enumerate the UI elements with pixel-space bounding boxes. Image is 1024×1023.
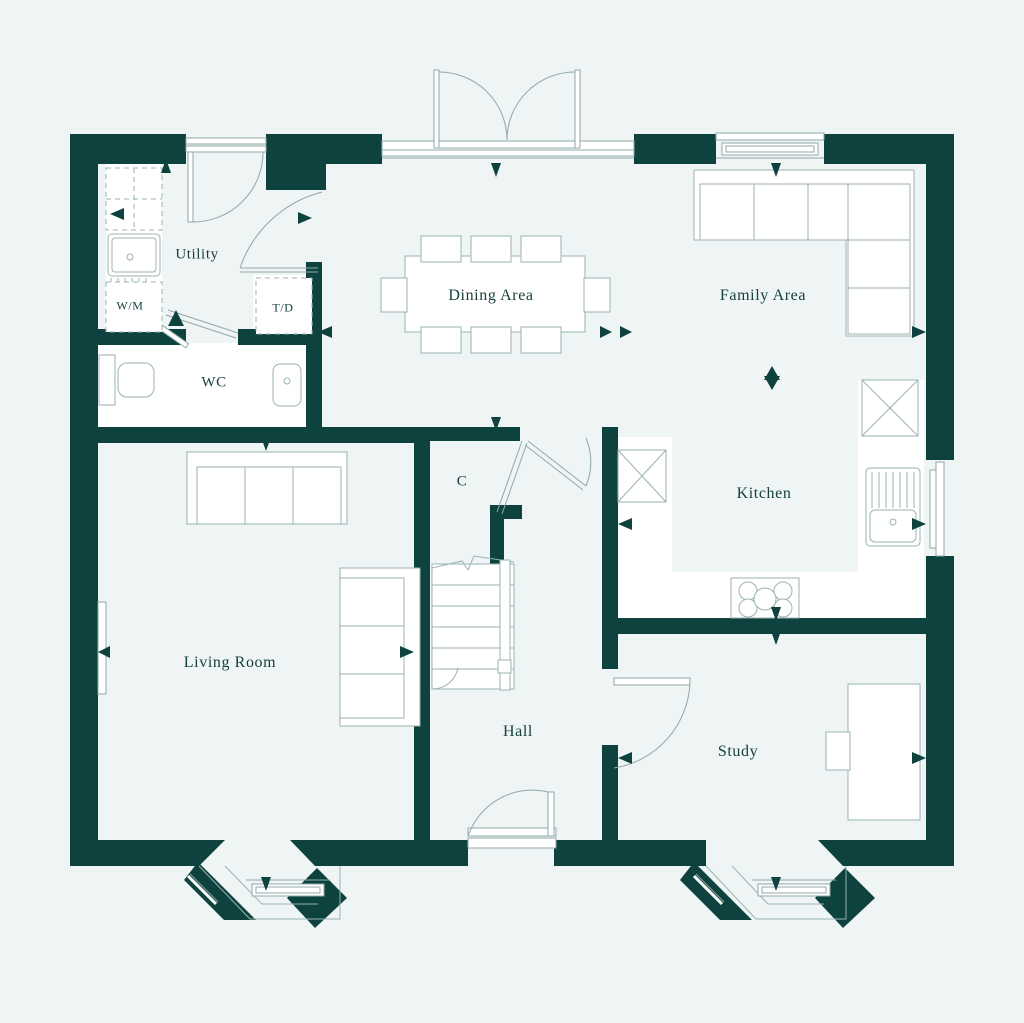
room-label-utility: Utility <box>175 246 219 263</box>
kitchen-tall-unit-right <box>861 379 919 437</box>
window-rear-right <box>715 132 825 159</box>
utility-sink <box>107 233 161 296</box>
study-desk <box>825 683 921 821</box>
living-sofa-top <box>186 451 348 525</box>
french-doors-rear <box>381 69 635 159</box>
door-study <box>613 677 691 769</box>
back-door-utility <box>185 137 267 223</box>
kitchen-hob <box>730 577 800 619</box>
door-utility-hall <box>239 191 323 273</box>
living-sofa-right <box>339 567 421 727</box>
dining-chairs <box>380 235 611 354</box>
bay-window-right <box>692 873 836 906</box>
room-label-dining-area: Dining Area <box>448 287 534 304</box>
thin-lines <box>198 865 847 920</box>
room-label-hall: Hall <box>503 723 533 740</box>
walls <box>70 134 954 928</box>
wc-toilet <box>98 354 155 406</box>
kitchen-sink <box>865 467 921 547</box>
bay-window-left <box>186 873 330 906</box>
room-label-living-room: Living Room <box>183 654 277 671</box>
windows <box>97 69 945 906</box>
room-label-study: Study <box>717 743 759 760</box>
room-label-cupboard: C <box>456 473 468 490</box>
room-label-tumble-dryer: T/D <box>272 300 294 315</box>
window-right-kitchen <box>929 461 945 557</box>
tumble-dryer <box>255 277 313 335</box>
utility-worktop <box>105 167 163 231</box>
room-label-wc: WC <box>201 374 227 391</box>
room-label-washing-machine: W/M <box>116 298 144 313</box>
staircase <box>431 555 515 691</box>
front-door <box>467 789 557 849</box>
washing-machine <box>105 281 163 333</box>
room-label-kitchen: Kitchen <box>736 485 792 502</box>
door-kitchen-hall <box>524 437 592 491</box>
furniture <box>98 167 921 821</box>
room-label-family-area: Family Area <box>719 287 807 304</box>
window-left-living <box>97 601 107 695</box>
door-cupboard <box>496 440 528 515</box>
kitchen-tall-unit-left <box>617 449 667 503</box>
family-sofa <box>693 169 915 337</box>
wc-basin <box>272 363 302 407</box>
view-arrows <box>98 159 926 891</box>
